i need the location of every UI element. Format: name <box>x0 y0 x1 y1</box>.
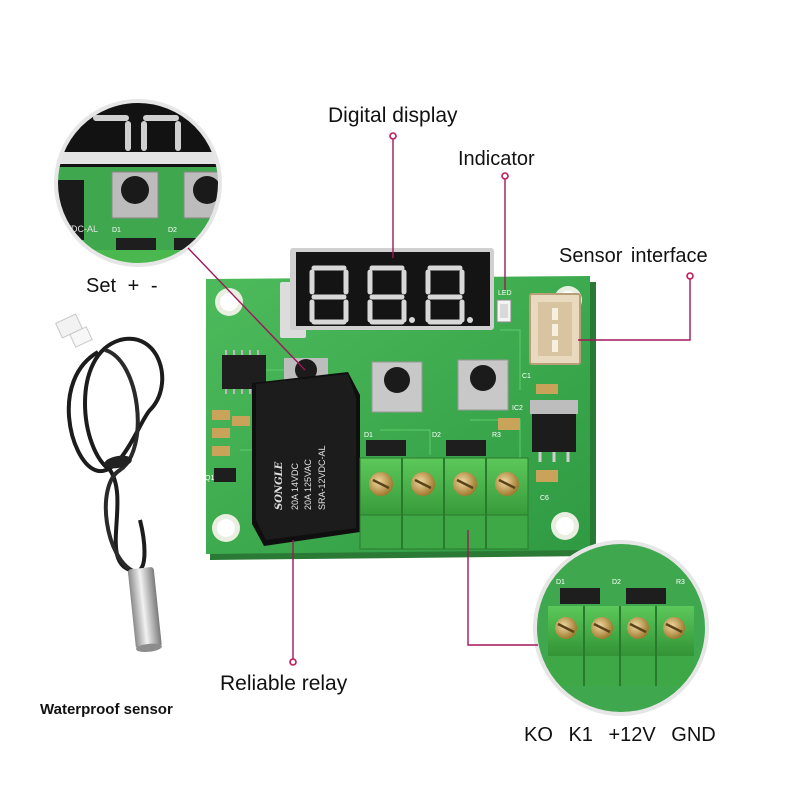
diodes: D1 D2 R3 <box>364 432 501 456</box>
svg-text:R3: R3 <box>492 432 501 439</box>
waterproof-sensor-label: Waterproof sensor <box>40 701 173 718</box>
mounting-holes <box>212 286 582 542</box>
terminal-pins-label: KO K1 +12V GND <box>524 724 716 746</box>
svg-text:-12VDC-AL: -12VDC-AL <box>52 224 98 234</box>
svg-text:D1: D1 <box>112 227 121 234</box>
svg-text:D2: D2 <box>168 227 177 234</box>
sensor-interface-label: Sensor interface <box>559 245 708 267</box>
svg-text:C6: C6 <box>540 495 549 502</box>
voltage-regulator: IC2 <box>512 400 578 462</box>
zoom-bubble-buttons: -12VDC-AL D1 D2 <box>52 99 222 267</box>
svg-text:D2: D2 <box>432 432 441 439</box>
svg-text:20A 14VDC: 20A 14VDC <box>290 462 300 510</box>
svg-text:LED: LED <box>498 290 512 297</box>
set-buttons-label: Set + - <box>86 275 158 297</box>
push-buttons <box>284 358 509 413</box>
digital-display-label: Digital display <box>328 104 458 127</box>
svg-text:D1: D1 <box>364 432 373 439</box>
terminal-block <box>359 457 529 550</box>
reliable-relay-label: Reliable relay <box>220 672 348 695</box>
relay: SONGLE 20A 14VDC 20A 125VAC SRA-12VDC-AL <box>252 372 360 546</box>
svg-text:SRA-12VDC-AL: SRA-12VDC-AL <box>317 445 327 510</box>
svg-text:IC2: IC2 <box>512 405 523 412</box>
indicator-led: LED <box>496 290 512 323</box>
svg-text:SONGLE: SONGLE <box>274 461 285 510</box>
smd-components: Q1 C1 C6 <box>205 373 558 502</box>
ic-chip <box>222 350 266 394</box>
svg-text:D1: D1 <box>556 579 565 586</box>
svg-text:20A 125VAC: 20A 125VAC <box>303 459 313 510</box>
indicator-label: Indicator <box>458 148 535 170</box>
svg-text:R3: R3 <box>676 579 685 586</box>
waterproof-sensor-probe <box>54 313 165 652</box>
svg-text:D2: D2 <box>612 579 621 586</box>
leader-dots <box>289 132 694 666</box>
digital-display <box>280 248 494 338</box>
svg-text:Q1: Q1 <box>205 475 214 482</box>
leader-lines <box>187 137 691 660</box>
svg-text:C1: C1 <box>522 373 531 380</box>
sensor-connector <box>529 293 581 365</box>
zoom-bubble-terminals: D1 D2 R3 <box>533 540 709 716</box>
